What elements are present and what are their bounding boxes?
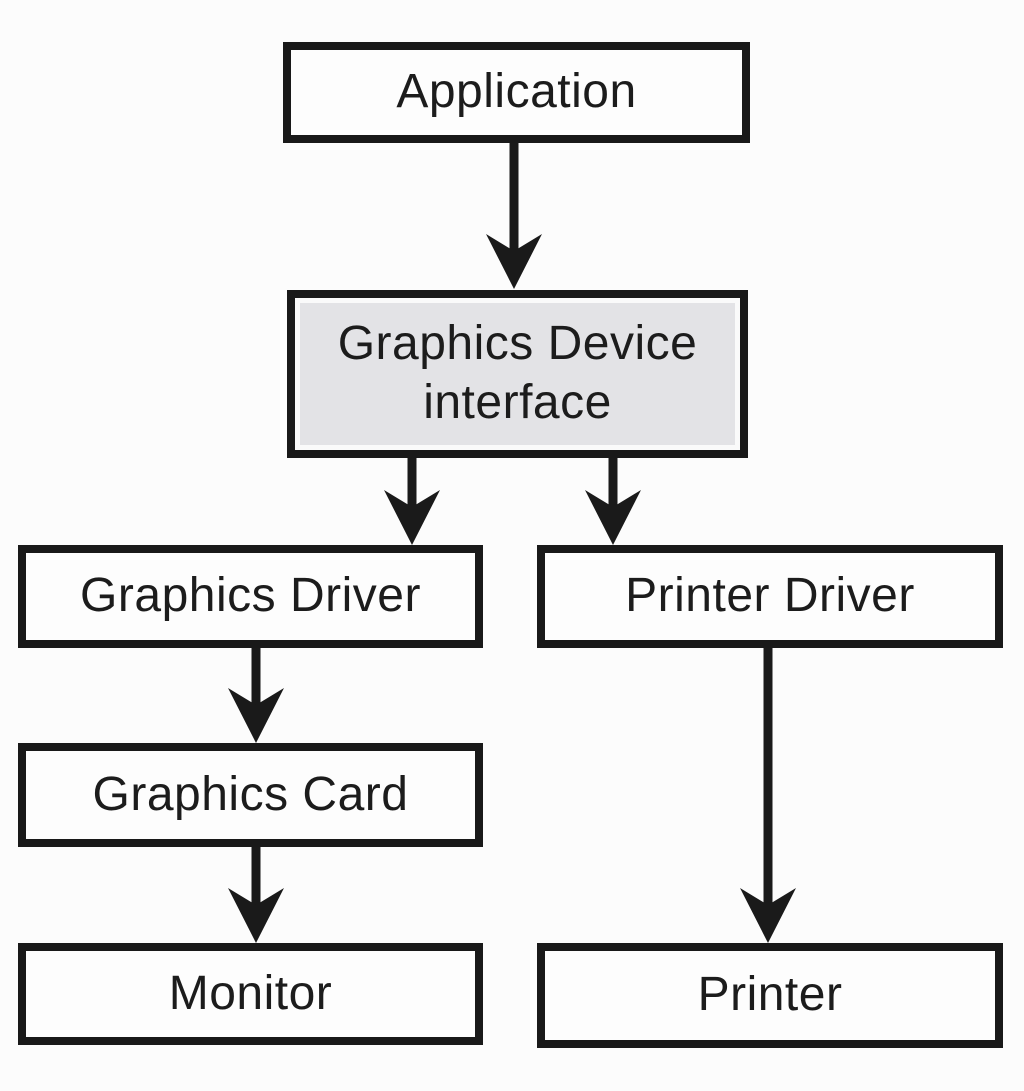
node-gdi-label-line2: interface: [423, 376, 612, 429]
node-graphics-card-label: Graphics Card: [92, 767, 409, 821]
arrowhead: [228, 688, 284, 743]
arrow-graphics-driver-to-graphics-card: [228, 645, 284, 743]
node-graphics-card: Graphics Card: [18, 743, 483, 847]
arrow-application-to-gdi: [486, 142, 542, 289]
node-printer-driver: Printer Driver: [537, 545, 1003, 648]
node-monitor-label: Monitor: [168, 966, 333, 1020]
arrowhead: [228, 888, 284, 943]
node-application: Application: [283, 42, 750, 143]
node-printer: Printer: [537, 943, 1003, 1048]
node-graphics-driver: Graphics Driver: [18, 545, 483, 648]
arrowhead: [740, 888, 796, 943]
arrow-printer-driver-to-printer: [740, 645, 796, 943]
node-application-label: Application: [396, 65, 637, 119]
arrow-graphics-card-to-monitor: [228, 845, 284, 943]
node-printer-driver-label: Printer Driver: [625, 569, 915, 623]
node-monitor: Monitor: [18, 943, 483, 1045]
node-printer-label: Printer: [697, 968, 843, 1022]
arrow-gdi-to-graphics-driver: [384, 457, 440, 545]
node-graphics-device-interface: Graphics Device interface: [287, 290, 748, 458]
arrowhead: [585, 490, 641, 545]
node-gdi-label-line1: Graphics Device: [337, 317, 698, 371]
node-graphics-driver-label: Graphics Driver: [80, 569, 421, 623]
arrowhead: [486, 234, 542, 289]
arrowhead: [384, 490, 440, 545]
arrow-gdi-to-printer-driver: [585, 457, 641, 545]
